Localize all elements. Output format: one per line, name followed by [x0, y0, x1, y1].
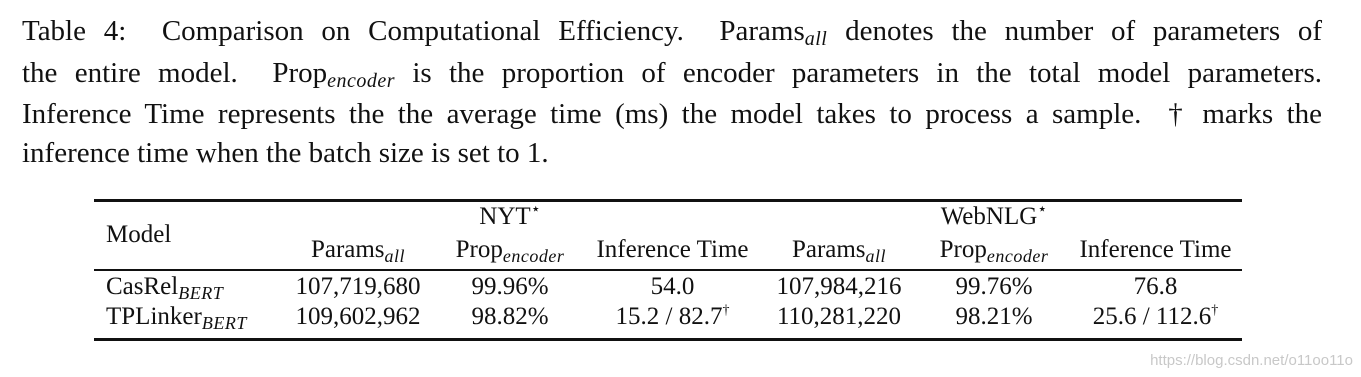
group-header-nyt: NYT⋆ — [479, 201, 541, 230]
efficiency-table: Model NYT⋆ WebNLG⋆ Paramsall Propencoder… — [94, 199, 1242, 341]
table-cell: 99.76% — [955, 273, 1033, 300]
col-header-time-nyt: Inference Time — [596, 236, 749, 263]
col-header-params-webnlg: Paramsall — [791, 236, 887, 266]
table-cell: 15.2 / 82.7† — [615, 303, 730, 330]
table-cell: 110,281,220 — [776, 303, 902, 330]
caption-line-2: the entire model. Propencoder is the pro… — [22, 56, 1323, 92]
group-header-webnlg: WebNLG⋆ — [940, 201, 1048, 230]
table-cell: 25.6 / 112.6† — [1092, 303, 1219, 330]
table-cell: 99.96% — [471, 273, 549, 300]
dagger-mark: † — [1211, 303, 1219, 318]
table-cell: 109,602,962 — [295, 303, 421, 330]
caption-params-term: Paramsall — [719, 15, 828, 50]
table-cell: 98.82% — [471, 303, 549, 330]
dagger-mark: † — [722, 303, 730, 318]
table-cell: 107,984,216 — [776, 273, 902, 300]
table-cell: 54.0 — [650, 273, 695, 300]
caption-prop-term: Propencoder — [272, 56, 396, 92]
mid-rule — [94, 269, 1242, 271]
caption-prop-desc: is the proportion of encoder parameters … — [412, 56, 1323, 89]
col-header-prop-nyt: Propencoder — [455, 236, 565, 266]
caption-line-3: Inference Time represents the the averag… — [22, 98, 1323, 130]
caption-title: Comparison on Computational Efficiency. — [161, 15, 684, 47]
watermark-url: https://blog.csdn.net/o11oo11o — [1150, 352, 1353, 369]
model-name: TPLinkerBERT — [106, 303, 247, 333]
bottom-rule — [94, 338, 1242, 341]
table-cell: 76.8 — [1133, 273, 1178, 300]
table-cell: 107,719,680 — [295, 273, 421, 300]
caption-params-desc: denotes the number of parameters of — [845, 15, 1323, 47]
table-caption: Table 4: Comparison on Computational Eff… — [22, 12, 1322, 172]
caption-label: Table 4: — [22, 15, 127, 47]
caption-line-4: inference time when the batch size is se… — [22, 136, 549, 169]
table-cell: 98.21% — [955, 303, 1033, 330]
col-header-params-nyt: Paramsall — [310, 236, 406, 266]
top-rule — [94, 199, 1242, 202]
model-header: Model — [106, 221, 172, 248]
dagger-mark: † — [1168, 98, 1189, 130]
model-name: CasRelBERT — [106, 273, 224, 303]
caption-line-1: Table 4: Comparison on Computational Eff… — [22, 12, 1322, 54]
table-row: TPLinkerBERT 109,602,962 98.82% 15.2 / 8… — [94, 302, 1242, 333]
header-row-groups: Model NYT⋆ WebNLG⋆ — [94, 201, 1242, 248]
col-header-time-webnlg: Inference Time — [1079, 236, 1232, 263]
header-row-columns: Paramsall Propencoder Inference Time Par… — [94, 232, 1242, 268]
col-header-prop-webnlg: Propencoder — [939, 236, 1049, 266]
table-row: CasRelBERT 107,719,680 99.96% 54.0 107,9… — [94, 272, 1242, 303]
